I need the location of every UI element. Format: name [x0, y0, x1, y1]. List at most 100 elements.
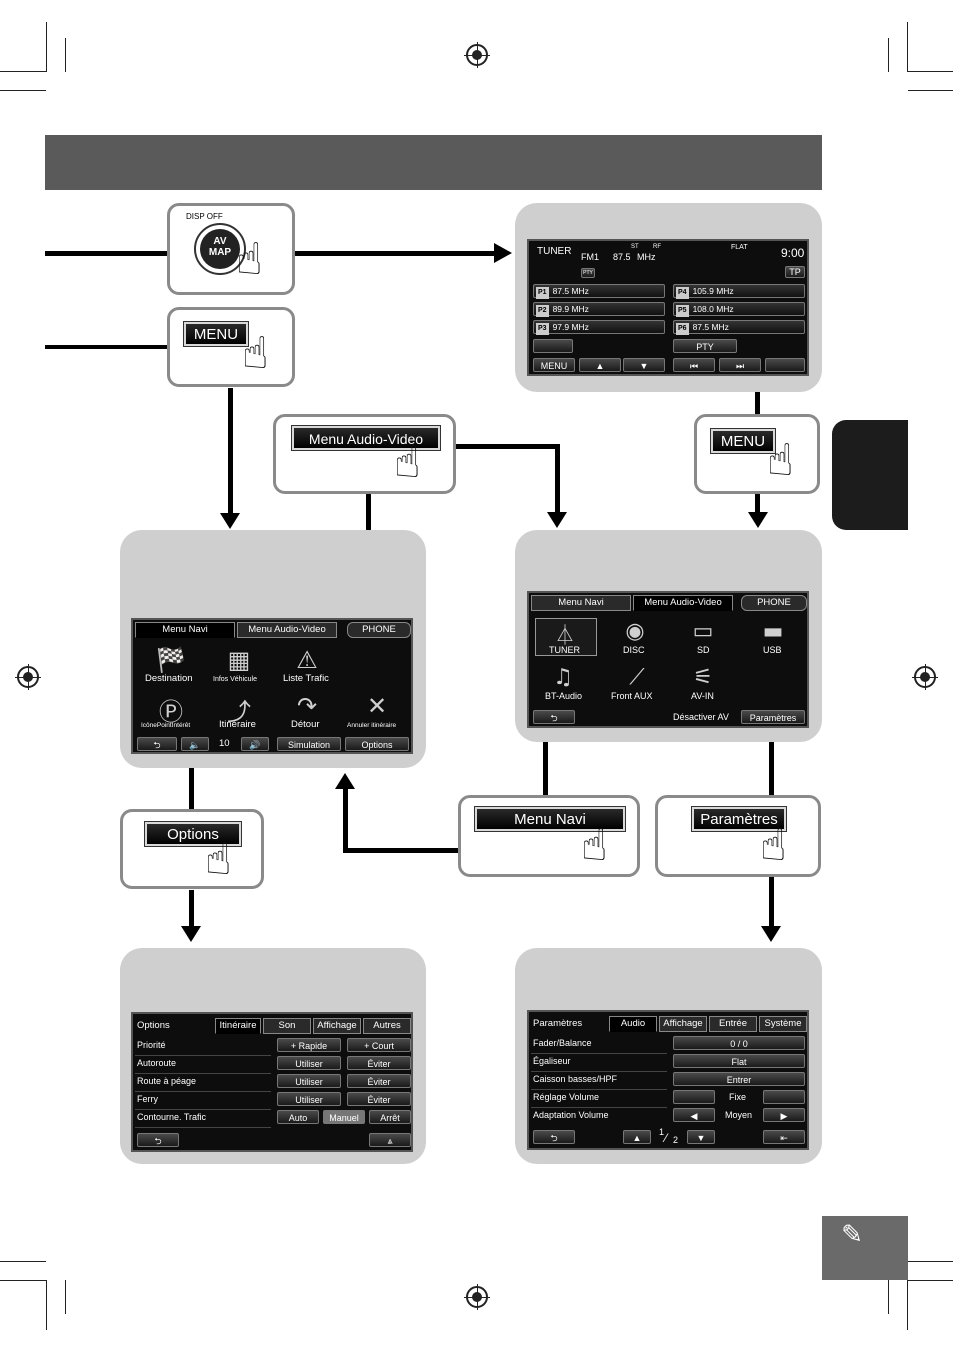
setting-value-button[interactable]: Flat — [673, 1054, 805, 1068]
setting-value-button[interactable]: Entrer — [673, 1072, 805, 1086]
setting-value-button[interactable]: 0 / 0 — [673, 1036, 805, 1050]
decrease-button[interactable]: ◀ — [673, 1108, 715, 1122]
pointing-hand-icon: ☝ — [236, 234, 263, 285]
row-divider — [135, 1091, 271, 1092]
volume-up-button[interactable]: 🔊 — [241, 737, 269, 751]
tab-itineraire[interactable]: Itinéraire — [215, 1018, 261, 1034]
option-choice-auto[interactable]: Auto — [277, 1110, 319, 1124]
tab-menu-audio-video[interactable]: Menu Audio-Video — [633, 595, 733, 611]
source-disc[interactable]: DISC — [623, 645, 645, 655]
tab-phone[interactable]: PHONE — [741, 595, 807, 611]
source-bt-audio[interactable]: BT-Audio — [545, 691, 583, 701]
navi-item-destination[interactable]: Destination — [145, 673, 193, 684]
tab-menu-navi[interactable]: Menu Navi — [531, 595, 631, 611]
back-button[interactable]: ⮌ — [137, 737, 177, 751]
option-label: Route à péage — [137, 1076, 197, 1086]
previous-button[interactable]: ⏮ — [673, 358, 715, 372]
option-choice-a[interactable]: Utiliser — [277, 1074, 341, 1088]
crop-mark — [888, 38, 889, 72]
connector-line — [769, 876, 774, 928]
tab-affichage[interactable]: Affichage — [659, 1016, 707, 1032]
option-choice-b[interactable]: Éviter — [347, 1074, 411, 1088]
antenna-icon: ⏃ — [555, 623, 575, 647]
back-button[interactable]: ⮌ — [533, 710, 575, 724]
page-up-button[interactable]: ▲ — [623, 1130, 651, 1144]
navi-item-route[interactable]: Itinéraire — [219, 719, 256, 730]
navi-item-poi[interactable]: IcônePointIntérêt — [141, 722, 191, 729]
simulation-button[interactable]: Simulation — [277, 737, 341, 751]
source-front-aux[interactable]: Front AUX — [611, 691, 653, 701]
navi-item-traffic-list[interactable]: Liste Trafic — [283, 673, 329, 684]
pty-search-button[interactable]: PTY — [673, 339, 737, 353]
tab-systeme[interactable]: Système — [759, 1016, 807, 1032]
source-av-in[interactable]: AV-IN — [691, 691, 714, 701]
menu-button[interactable]: MENU — [533, 358, 575, 372]
disable-av-button[interactable]: Désactiver AV — [673, 712, 729, 722]
source-usb[interactable]: USB — [763, 645, 782, 655]
navi-item-detour[interactable]: Détour — [291, 719, 320, 730]
back-button[interactable]: ⮌ — [533, 1130, 575, 1144]
options-button[interactable]: Options — [145, 822, 241, 846]
blank-button[interactable] — [765, 358, 805, 372]
seek-up-button[interactable]: ▲ — [579, 358, 621, 372]
option-choice-arret[interactable]: Arrêt — [369, 1110, 411, 1124]
menu-navi-button[interactable]: Menu Navi — [475, 807, 625, 831]
tab-son[interactable]: Son — [263, 1018, 311, 1034]
row-divider — [135, 1127, 271, 1128]
tab-menu-audio-video[interactable]: Menu Audio-Video — [237, 622, 337, 638]
volume-down-button[interactable]: 🔈 — [181, 737, 209, 751]
option-choice-b[interactable]: + Court — [347, 1038, 411, 1052]
back-button[interactable]: ⮌ — [137, 1133, 179, 1147]
settings-title: Paramètres — [533, 1018, 583, 1029]
blank-button[interactable] — [533, 339, 573, 353]
settings-screen: Paramètres Audio Affichage Entrée Systèm… — [527, 1010, 809, 1150]
navi-item-cancel-route[interactable]: Annuler itinéraire — [347, 722, 397, 729]
setting-label: Égaliseur — [533, 1056, 571, 1066]
option-choice-a[interactable]: Utiliser — [277, 1092, 341, 1106]
navi-item-vehicle-info[interactable]: Infos Véhicule — [213, 676, 257, 683]
disc-icon: ◉ — [625, 619, 645, 644]
option-choice-manuel[interactable]: Manuel — [323, 1110, 365, 1124]
tp-button[interactable]: TP — [785, 266, 805, 278]
tab-entree[interactable]: Entrée — [709, 1016, 757, 1032]
option-label: Priorité — [137, 1040, 166, 1050]
tab-affichage[interactable]: Affichage — [313, 1018, 361, 1034]
tab-audio[interactable]: Audio — [609, 1016, 657, 1032]
source-sd[interactable]: SD — [697, 645, 710, 655]
connector-line — [555, 444, 560, 514]
setting-value: Moyen — [725, 1110, 753, 1120]
menu-audio-video-button[interactable]: Menu Audio-Video — [292, 426, 440, 450]
source-tuner-label: TUNER — [549, 645, 580, 655]
option-choice-b[interactable]: Éviter — [347, 1056, 411, 1070]
page-down-button[interactable]: ▼ — [687, 1130, 715, 1144]
tab-autres[interactable]: Autres — [363, 1018, 411, 1034]
volume-adjust-left[interactable] — [673, 1090, 715, 1104]
clock: 9:00 — [781, 246, 805, 260]
option-choice-b[interactable]: Éviter — [347, 1092, 411, 1106]
increase-button[interactable]: ▶ — [763, 1108, 805, 1122]
option-choice-a[interactable]: + Rapide — [277, 1038, 341, 1052]
menu-button[interactable]: MENU — [711, 429, 775, 453]
usb-icon: ▬ — [762, 619, 784, 644]
parametres-button[interactable]: Paramètres — [692, 807, 786, 831]
options-button[interactable]: Options — [345, 737, 409, 751]
av-map-button[interactable]: AV MAP — [194, 223, 246, 275]
settings-button[interactable]: Paramètres — [741, 710, 805, 724]
tab-menu-navi[interactable]: Menu Navi — [135, 622, 235, 638]
source-tuner-button[interactable] — [535, 618, 597, 656]
navigation-icon-button[interactable]: ⩓ — [369, 1133, 411, 1147]
menu-hard-button[interactable]: MENU — [184, 322, 248, 346]
next-button[interactable]: ⏭ — [719, 358, 761, 372]
volume-adjust-right[interactable] — [763, 1090, 805, 1104]
option-choice-a[interactable]: Utiliser — [277, 1056, 341, 1070]
seek-down-button[interactable]: ▼ — [623, 358, 665, 372]
exit-button[interactable]: ⇤ — [763, 1130, 805, 1144]
row-divider — [531, 1089, 667, 1090]
tab-phone[interactable]: PHONE — [347, 622, 411, 638]
